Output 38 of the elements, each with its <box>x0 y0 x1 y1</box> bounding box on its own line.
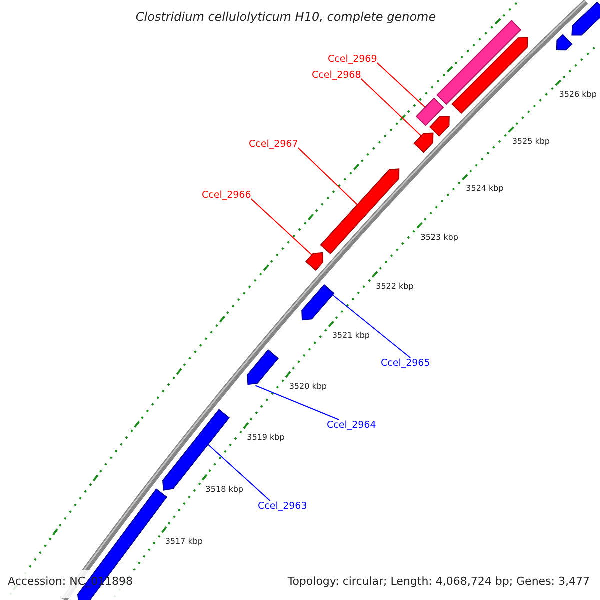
tick-label: 3521 kbp <box>332 330 370 342</box>
gene-label: Ccel_2969 <box>328 54 378 66</box>
leader-line <box>250 198 313 256</box>
gene-marker <box>247 350 279 386</box>
gene-marker <box>572 2 600 36</box>
gene-bar <box>436 20 522 106</box>
leader-line <box>360 78 422 137</box>
gene-marker <box>556 34 573 51</box>
gene-label: Ccel_2965 <box>381 358 430 370</box>
tick-label: 3517 kbp <box>165 536 204 548</box>
gene-bar <box>416 98 444 126</box>
leader-line <box>255 385 340 420</box>
title: Clostridium cellulolyticum H10, complete genome <box>134 11 438 23</box>
tick-label: 3526 kbp <box>559 88 597 101</box>
gene-label: Ccel_2967 <box>249 139 298 151</box>
tick-label: 3518 kbp <box>206 484 244 496</box>
tick-label: 3520 kbp <box>289 380 328 393</box>
gene-marker <box>414 132 434 154</box>
leader-line <box>376 62 426 108</box>
gene-marker <box>429 116 450 137</box>
footer-text: Topology: circular; Length: 4,068,724 bp; Genes: 3,477 <box>288 576 590 588</box>
gene-marker <box>306 252 324 272</box>
gene-marker <box>320 168 400 254</box>
gene-label: Ccel_2964 <box>327 420 376 432</box>
gene-marker <box>302 284 335 321</box>
tick-label: 3525 kbp <box>512 136 550 148</box>
gene-label: Ccel_2966 <box>202 190 252 202</box>
leader-line <box>208 444 271 502</box>
leader-line <box>332 294 412 358</box>
leader-line <box>298 148 358 206</box>
tick-label: 3522 kbp <box>376 280 414 293</box>
tick-label: 3519 kbp <box>247 432 285 444</box>
tick-label: 3523 kbp <box>420 232 458 244</box>
gene-label: Ccel_2968 <box>312 70 362 82</box>
gene-marker <box>451 37 528 114</box>
gene-label: Ccel_2963 <box>258 501 308 513</box>
gene-marker <box>162 409 230 491</box>
tick-label: 3524 kbp <box>466 183 504 196</box>
